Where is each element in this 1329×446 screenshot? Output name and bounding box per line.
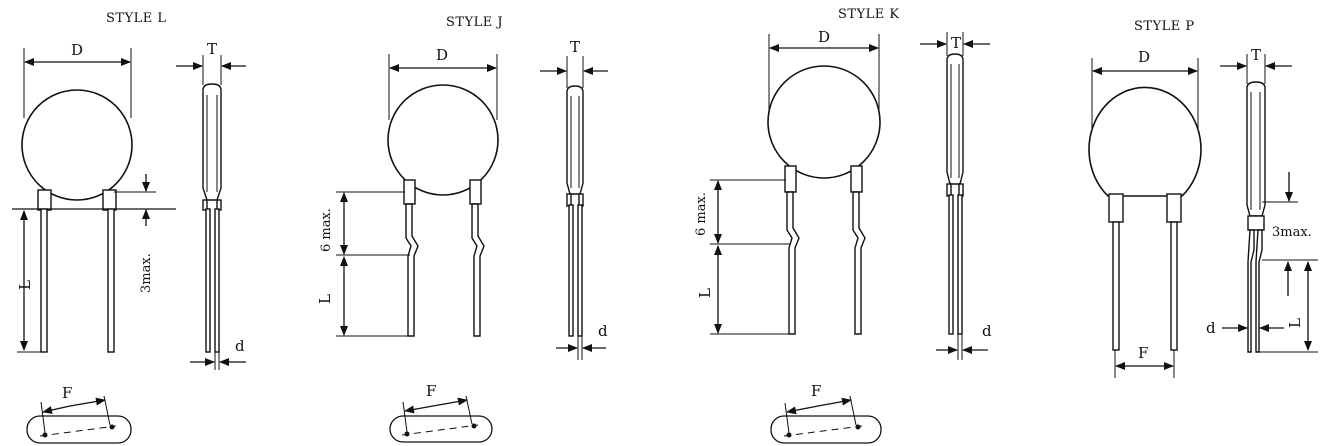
style-l-title: STYLE L	[106, 11, 167, 26]
style-j-d-small-label: d	[598, 322, 608, 340]
style-j-t-label: T	[570, 38, 580, 56]
style-j-title: STYLE J	[446, 15, 503, 30]
style-l-d-label: D	[71, 41, 83, 59]
style-p-l-label: L	[1286, 318, 1304, 328]
style-p-panel: STYLE P D F T 3max.	[1088, 19, 1318, 378]
style-l-panel: STYLE L D L 3max.	[12, 11, 246, 444]
style-l-f-label: F	[62, 384, 72, 402]
style-p-disc	[1088, 86, 1202, 197]
style-l-d-small-label: d	[235, 337, 245, 355]
style-k-title: STYLE K	[838, 7, 900, 22]
style-j-6max-label: 6 max.	[319, 208, 334, 252]
style-k-panel: STYLE K D 6 max. L T d	[694, 7, 992, 444]
style-p-f-label: F	[1138, 344, 1148, 362]
style-j-l-label: L	[316, 294, 334, 304]
style-k-t-label: T	[951, 34, 961, 52]
style-k-6max-label: 6 max.	[694, 192, 709, 236]
style-l-t-label: T	[207, 40, 217, 58]
style-l-l-label: L	[16, 280, 34, 290]
style-j-disc	[387, 84, 499, 196]
style-j-panel: STYLE J D 6 max. L T	[316, 15, 608, 443]
style-p-d-label: D	[1138, 48, 1150, 66]
style-j-f-label: F	[426, 382, 436, 400]
style-p-title: STYLE P	[1134, 19, 1195, 34]
style-k-l-label: L	[696, 288, 714, 298]
style-k-d-label: D	[818, 28, 830, 46]
style-k-d-small-label: d	[982, 322, 992, 340]
style-p-3max-label: 3max.	[1272, 225, 1312, 240]
style-p-d-small-label: d	[1206, 319, 1216, 337]
style-l-disc	[21, 89, 133, 201]
style-k-f-label: F	[811, 382, 821, 400]
style-l-3max-label: 3max.	[139, 253, 154, 293]
style-j-d-label: D	[436, 46, 448, 64]
style-p-t-label: T	[1251, 46, 1261, 64]
style-k-disc	[767, 65, 881, 179]
